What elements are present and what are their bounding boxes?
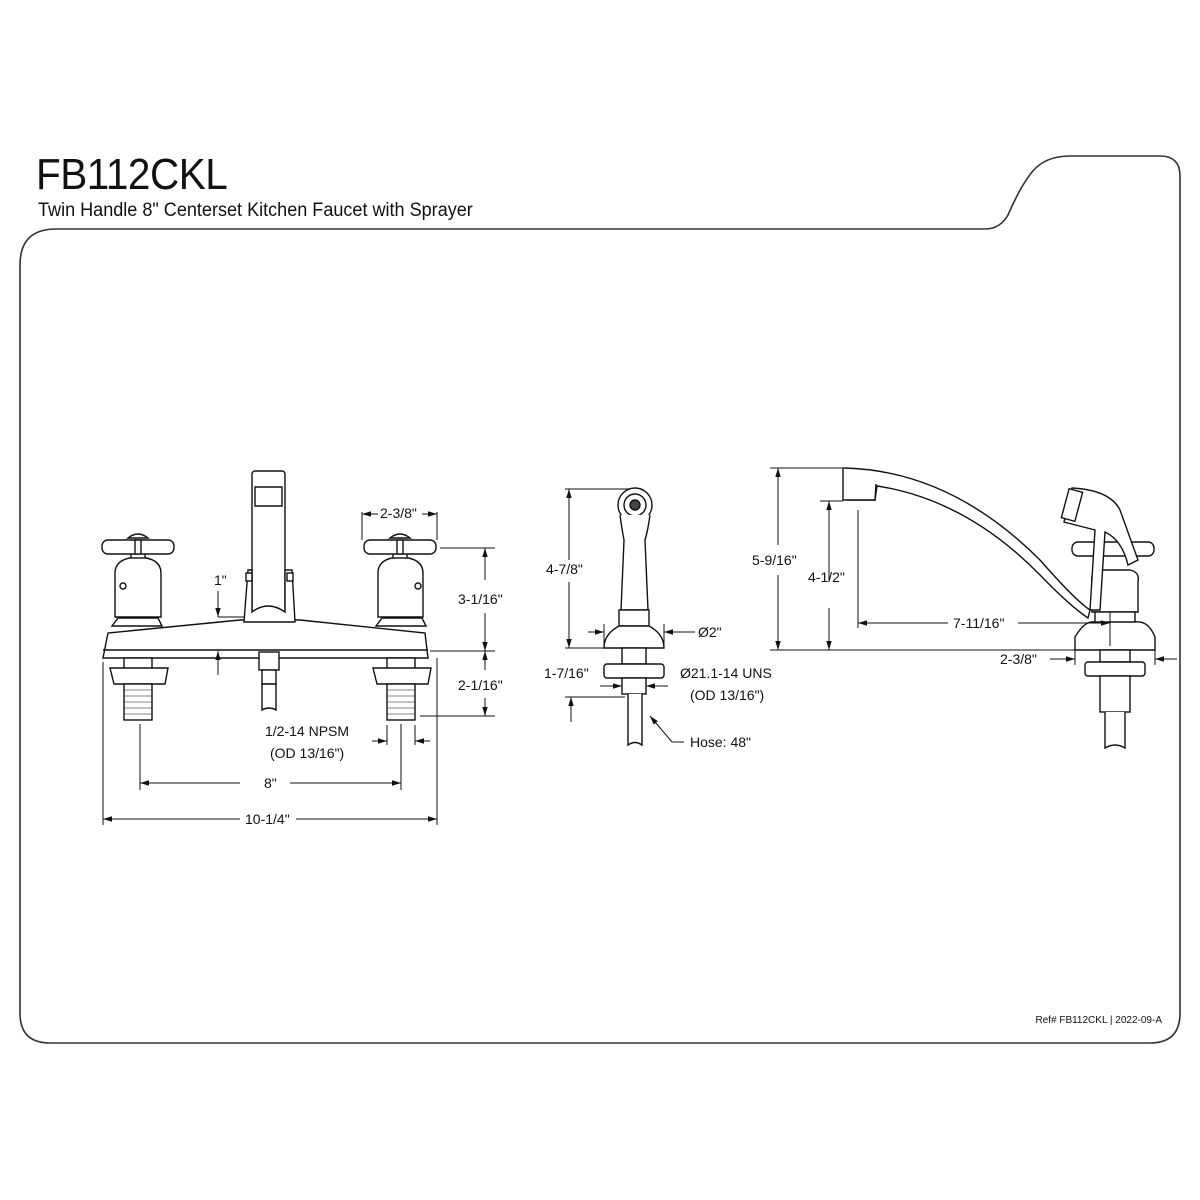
dim-overall-height: 5-9/16" bbox=[752, 552, 797, 568]
dim-spout-height: 4-1/2" bbox=[808, 569, 845, 585]
model-number: FB112CKL bbox=[36, 150, 228, 199]
product-description: Twin Handle 8" Centerset Kitchen Faucet … bbox=[38, 200, 473, 221]
dim-centers: 8" bbox=[264, 775, 277, 791]
dim-handle-width: 2-3/8" bbox=[380, 505, 417, 521]
dim-sprayer-shank: 1-7/16" bbox=[544, 665, 589, 681]
dim-sprayer-thread-1: Ø21.1-14 UNS bbox=[680, 665, 772, 681]
dim-spout-clearance: 1" bbox=[214, 572, 227, 588]
dim-shank-length: 2-1/16" bbox=[458, 677, 503, 693]
dim-base-width: 2-3/8" bbox=[1000, 651, 1037, 667]
dim-hose-length: Hose: 48" bbox=[690, 734, 751, 750]
dim-sprayer-thread-2: (OD 13/16") bbox=[690, 687, 764, 703]
sprayer-view bbox=[603, 487, 665, 747]
dim-spout-reach: 7-11/16" bbox=[953, 615, 1004, 631]
dim-overall-width: 10-1/4" bbox=[245, 811, 290, 827]
dim-sprayer-height: 4-7/8" bbox=[546, 561, 583, 577]
dim-thread-spec-1: 1/2-14 NPSM bbox=[265, 723, 349, 739]
side-view-faucet bbox=[842, 467, 1156, 750]
reference-number: Ref# FB112CKL | 2022-09-A bbox=[1035, 1015, 1162, 1026]
front-view-faucet bbox=[101, 470, 437, 721]
dim-handle-height: 3-1/16" bbox=[458, 591, 503, 607]
dim-thread-spec-2: (OD 13/16") bbox=[270, 745, 344, 761]
dim-base-diameter: Ø2" bbox=[698, 624, 722, 640]
drawing-frame bbox=[19, 155, 1181, 1044]
